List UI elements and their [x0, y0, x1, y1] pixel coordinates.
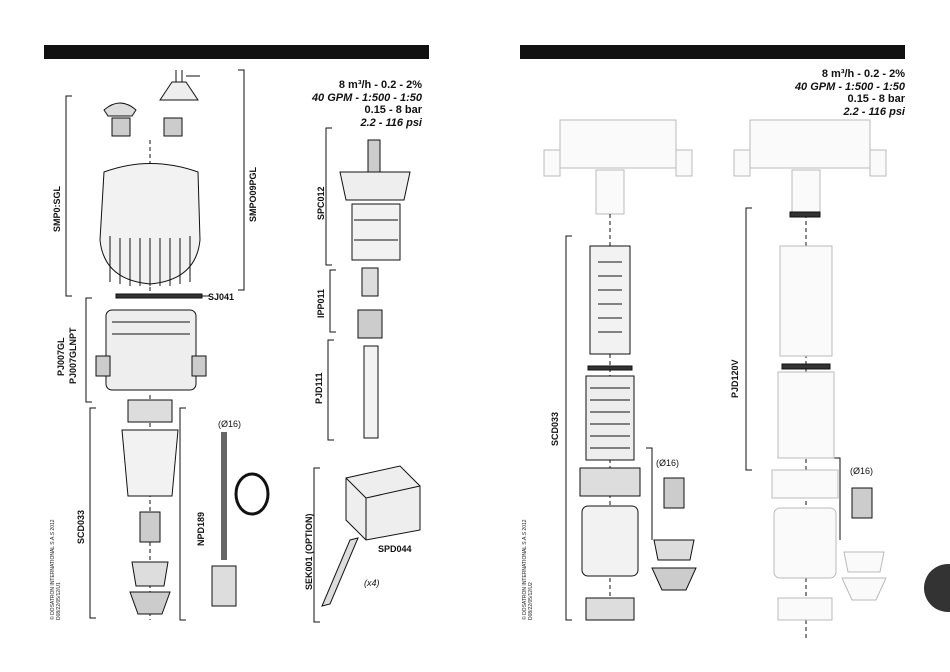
right-copyright: © DOSATRON INTERNATIONAL S.A.S 2012 D08/…	[522, 519, 534, 620]
spec-psi: 2.2 - 116 psi	[360, 116, 422, 129]
spec-flow: 8 m³/h - 0.2 - 2%	[821, 68, 905, 80]
ipp-part-a	[361, 267, 379, 297]
sleeve-right	[581, 505, 639, 577]
spec-psi: 2.2 - 116 psi	[843, 105, 905, 118]
lower-tube	[121, 429, 179, 497]
spec-bar: 0.15 - 8 bar	[364, 104, 422, 116]
fitting-right-b	[851, 487, 873, 519]
bracket-spc	[325, 127, 332, 266]
label-ipp: IPP011	[316, 288, 326, 318]
fitting-right	[663, 477, 685, 509]
bracket-npd	[179, 407, 186, 621]
flat-cap	[103, 102, 137, 117]
bracket-right-d16b	[834, 457, 841, 540]
label-diameter: (Ø16)	[218, 419, 242, 429]
piston-top	[339, 171, 411, 201]
wall-bracket	[345, 465, 421, 541]
piston-body	[351, 203, 401, 261]
label-pj: PJ007GL	[56, 337, 66, 376]
injector-head-stem	[175, 70, 200, 82]
nut-right	[579, 467, 641, 497]
cap-right	[585, 597, 635, 621]
bracket-pjd	[327, 339, 334, 441]
spec-gpm: 40 GPM - 1:500 - 1:50	[794, 80, 905, 93]
lower-fitting	[139, 511, 161, 543]
right-spec-block: 8 m³/h - 0.2 - 2% 40 GPM - 1:500 - 1:50 …	[780, 68, 905, 118]
lower-cone	[129, 591, 171, 615]
connector-a	[111, 117, 131, 137]
label-scd: SCD033	[76, 509, 86, 544]
right-header-bar	[520, 45, 905, 59]
spec-gpm: 40 GPM - 1:500 - 1:50	[311, 91, 422, 104]
pjd120v-rack	[779, 245, 833, 357]
label-sj041: SJ041	[208, 292, 235, 302]
housing	[105, 309, 197, 391]
pjd-rod	[363, 345, 379, 439]
bracket-smp	[65, 95, 72, 297]
left-copyright: © DOSATRON INTERNATIONAL S.A.S 2012 D08/…	[50, 519, 62, 620]
hose-weight	[211, 565, 237, 607]
label-right-d16b: (Ø16)	[850, 466, 874, 476]
lower-nut-2	[131, 561, 169, 587]
bracket-scd	[89, 407, 96, 619]
label-right-pjd: PJD120V	[730, 359, 740, 398]
spec-flow: 8 m³/h - 0.2 - 2%	[338, 79, 422, 91]
label-pjnpt: PJ007GLNPT	[68, 327, 78, 384]
lower-nut	[127, 399, 173, 423]
bracket-right-scd	[565, 235, 572, 621]
hose-coil	[234, 472, 270, 516]
ipp-part-b	[357, 309, 383, 339]
nut-right-2	[653, 539, 695, 561]
label-npd: NPD189	[196, 511, 206, 546]
cone-right	[651, 567, 697, 591]
label-qty: (x4)	[364, 578, 380, 588]
label-spd: SPD044	[378, 544, 412, 554]
label-sek: SEK001 (OPTION)	[304, 513, 314, 590]
label-pjd: PJD111	[314, 372, 324, 404]
label-spc: SPC012	[316, 186, 326, 220]
bracket-sek	[313, 467, 320, 623]
bracket-pj	[85, 297, 92, 403]
sek-tube	[321, 537, 359, 607]
housing-top-b	[733, 119, 887, 177]
label-right-d16a: (Ø16)	[656, 458, 680, 468]
bracket-smpo	[238, 69, 245, 291]
label-right-scd: SCD033	[550, 411, 560, 446]
housing-top-a	[543, 119, 693, 177]
bracket-right-d16a	[646, 447, 653, 540]
main-bell	[99, 163, 201, 285]
bracket-right-pjd	[745, 207, 752, 471]
label-smpo: SMPO09PGL	[248, 166, 258, 222]
o-ring-sj041	[115, 293, 203, 299]
bracket-ipp	[329, 269, 336, 333]
filter-sleeve	[585, 375, 635, 461]
injector-head	[159, 81, 199, 101]
spec-bar: 0.15 - 8 bar	[847, 93, 905, 105]
connector-b	[163, 117, 183, 137]
label-smp: SMP0:SGL	[52, 185, 62, 232]
left-header-bar	[44, 45, 429, 59]
rod-rack	[589, 245, 631, 355]
left-spec-block: 8 m³/h - 0.2 - 2% 40 GPM - 1:500 - 1:50 …	[300, 79, 422, 129]
